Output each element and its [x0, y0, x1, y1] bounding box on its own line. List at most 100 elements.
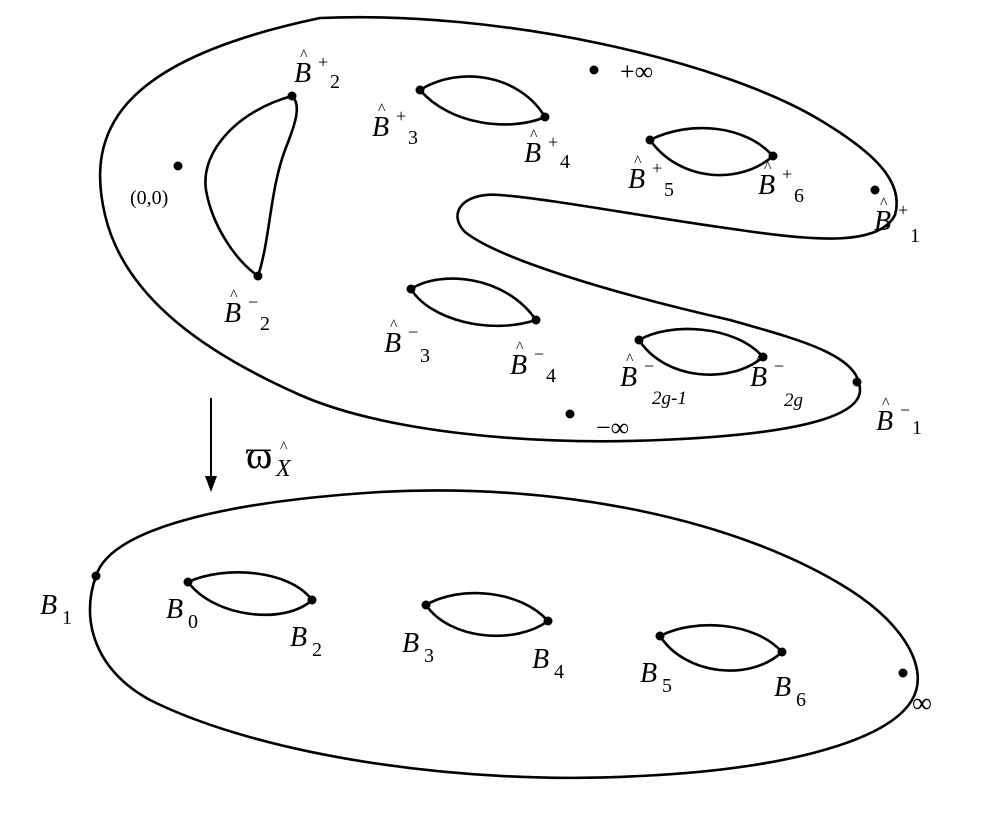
svg-text:^: ^	[634, 153, 642, 170]
upper-hole-5-6	[648, 126, 775, 177]
point-B4	[543, 616, 553, 626]
svg-text:2g-1: 2g-1	[652, 388, 687, 409]
svg-text:^: ^	[626, 351, 634, 368]
svg-text:B: B	[874, 206, 891, 237]
label-projection-map: ϖ ^ X	[246, 432, 292, 482]
svg-text:6: 6	[794, 185, 804, 207]
svg-text:^: ^	[300, 47, 308, 64]
svg-text:+: +	[396, 106, 406, 126]
point-B5	[655, 631, 665, 641]
svg-text:B: B	[620, 362, 637, 393]
upper-hole-2	[204, 94, 299, 278]
svg-text:−: −	[248, 292, 258, 312]
svg-text:4: 4	[560, 151, 570, 173]
svg-text:B: B	[40, 590, 57, 621]
svg-text:4: 4	[546, 365, 556, 387]
svg-text:B: B	[628, 164, 645, 195]
svg-text:B: B	[402, 628, 419, 659]
svg-text:+: +	[898, 200, 908, 220]
label-B-minus-3: ^ B − 3	[384, 317, 430, 367]
label-B0: B 0	[166, 594, 198, 633]
label-B2: B 2	[290, 622, 322, 661]
point-B-minus-2	[253, 271, 263, 281]
point-B-minus-1	[852, 377, 862, 387]
point-B-plus-3	[415, 85, 425, 95]
point-B-minus-2g-1	[634, 335, 644, 345]
label-plus-inf: +∞	[620, 57, 653, 86]
svg-text:6: 6	[796, 689, 806, 711]
label-B-plus-5: ^ B + 5	[628, 153, 674, 201]
point-B0	[183, 577, 193, 587]
svg-text:2: 2	[260, 313, 270, 335]
svg-text:B: B	[384, 328, 401, 359]
svg-text:B: B	[524, 138, 541, 169]
svg-text:^: ^	[530, 127, 538, 144]
svg-text:B: B	[750, 362, 767, 393]
svg-text:^: ^	[280, 439, 288, 456]
svg-text:^: ^	[882, 395, 890, 412]
label-B-minus-2g: ^ B − 2g	[750, 351, 803, 411]
point-B-plus-5	[645, 135, 655, 145]
svg-text:B: B	[290, 622, 307, 653]
svg-text:1: 1	[912, 417, 922, 439]
point-B6	[777, 647, 787, 657]
svg-text:X: X	[275, 456, 292, 482]
svg-text:^: ^	[756, 351, 764, 368]
svg-text:ϖ: ϖ	[246, 432, 272, 477]
svg-text:0: 0	[188, 611, 198, 633]
label-B-plus-3: ^ B + 3	[372, 101, 418, 149]
label-B-plus-6: ^ B + 6	[758, 159, 804, 207]
upper-hole-minus-2g	[637, 327, 765, 376]
label-origin: (0,0)	[130, 187, 168, 209]
svg-text:+: +	[318, 52, 328, 72]
svg-text:3: 3	[408, 127, 418, 149]
point-plus-inf	[589, 65, 599, 75]
svg-text:−: −	[534, 344, 544, 364]
svg-text:^: ^	[516, 339, 524, 356]
svg-text:B: B	[224, 298, 241, 329]
svg-text:2g: 2g	[784, 390, 803, 411]
svg-text:^: ^	[880, 195, 888, 212]
svg-text:2: 2	[330, 71, 340, 93]
label-B-minus-2g-1: ^ B − 2g-1	[620, 351, 687, 409]
svg-text:5: 5	[664, 179, 674, 201]
point-B3	[421, 600, 431, 610]
svg-text:1: 1	[910, 225, 920, 247]
label-B-minus-2: ^ B − 2	[224, 287, 270, 335]
svg-text:+: +	[782, 164, 792, 184]
svg-text:B: B	[294, 58, 311, 89]
label-B-plus-2: ^ B + 2	[294, 47, 340, 93]
svg-text:−: −	[774, 356, 784, 376]
point-B-plus-6	[768, 151, 778, 161]
svg-text:3: 3	[420, 345, 430, 367]
svg-text:4: 4	[554, 661, 564, 683]
lower-hole-5-6	[658, 623, 784, 672]
point-minus-inf	[565, 409, 575, 419]
svg-text:−: −	[900, 400, 910, 420]
label-B3: B 3	[402, 628, 434, 667]
svg-text:B: B	[166, 594, 183, 625]
svg-text:^: ^	[390, 317, 398, 334]
point-B-plus-4	[540, 112, 550, 122]
label-B-plus-1: ^ B + 1	[874, 195, 920, 247]
svg-text:5: 5	[662, 675, 672, 697]
lower-surface-outline	[88, 489, 920, 780]
svg-text:1: 1	[62, 607, 72, 629]
projection-arrow	[205, 398, 217, 492]
svg-text:B: B	[774, 672, 791, 703]
point-B-minus-3	[406, 284, 416, 294]
label-minus-inf: −∞	[596, 413, 629, 442]
label-infinity: ∞	[912, 688, 932, 719]
svg-text:2: 2	[312, 639, 322, 661]
label-B-plus-4: ^ B + 4	[524, 127, 570, 173]
svg-text:B: B	[758, 170, 775, 201]
label-B1: B 1	[40, 590, 72, 629]
point-infinity	[898, 668, 908, 678]
svg-text:+: +	[652, 158, 662, 178]
label-B4: B 4	[532, 644, 564, 683]
svg-text:3: 3	[424, 645, 434, 667]
svg-text:B: B	[532, 644, 549, 675]
svg-text:B: B	[372, 112, 389, 143]
